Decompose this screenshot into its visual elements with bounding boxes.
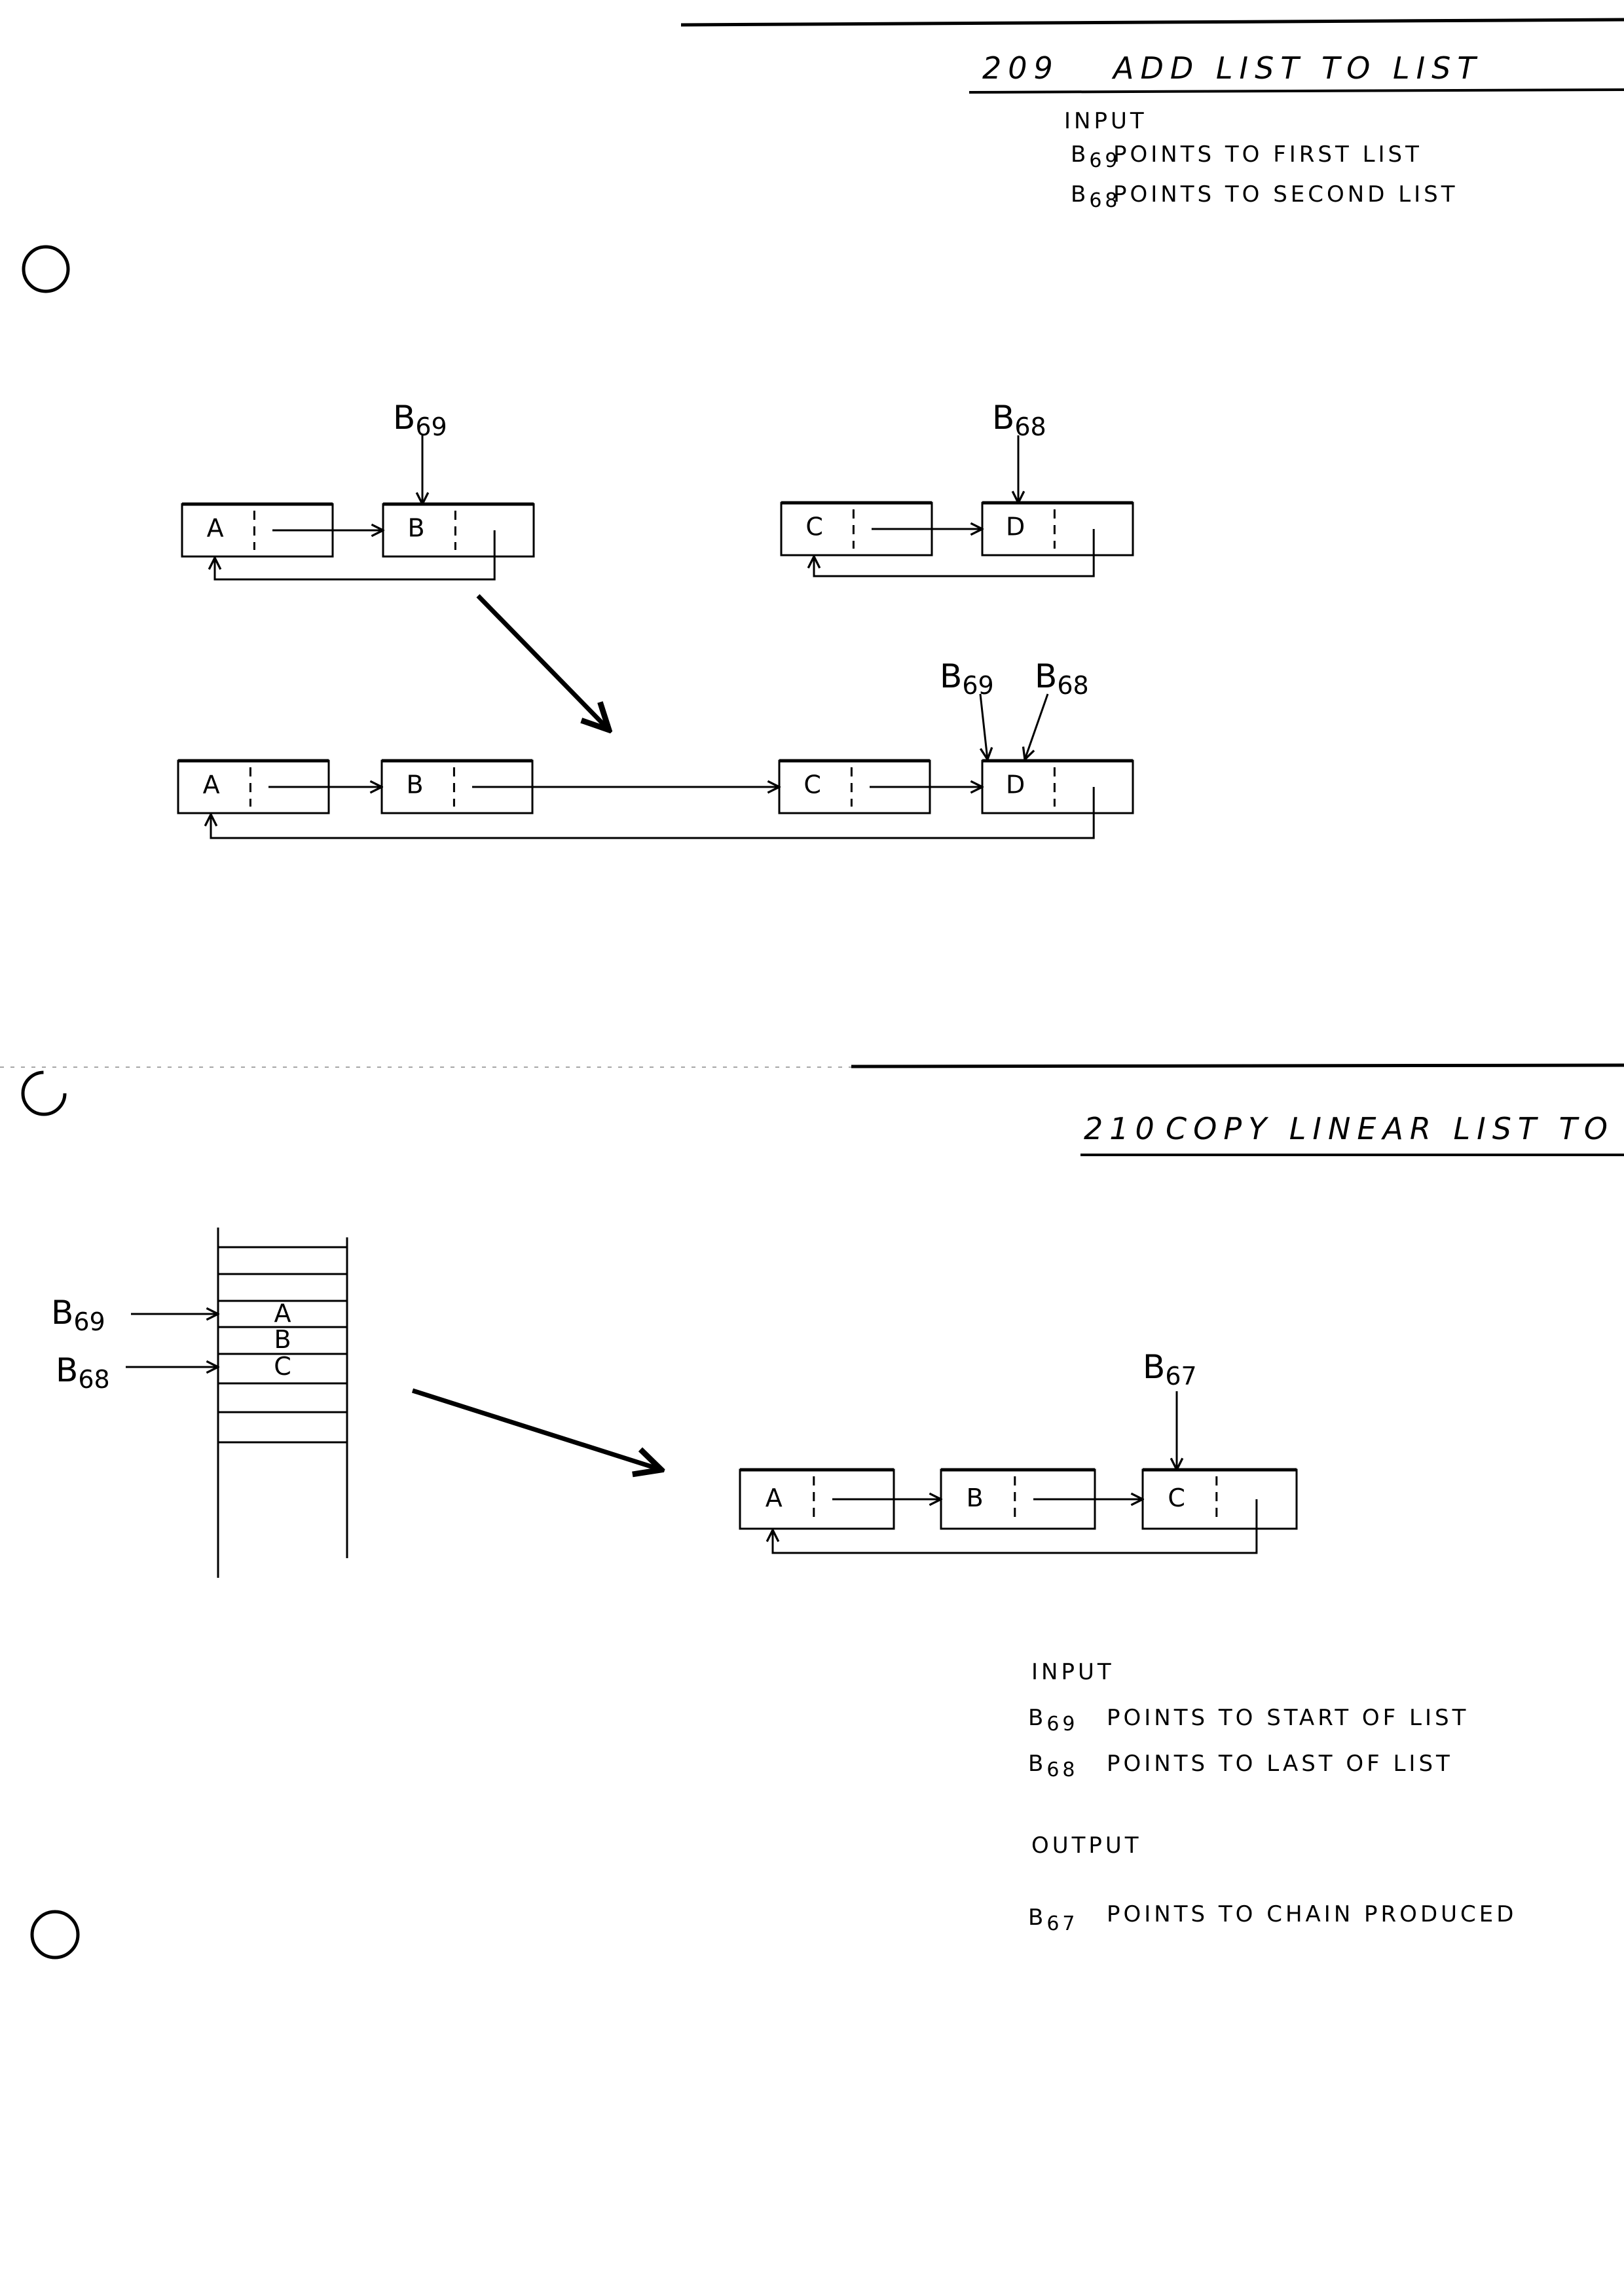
- linear-list-cell: A: [274, 1299, 291, 1328]
- top-rule: [680, 18, 1624, 27]
- list-node: D: [981, 501, 1134, 556]
- section-title: ADD LIST TO LIST: [1111, 50, 1482, 86]
- pointer-label: B68: [992, 399, 1046, 441]
- node-value: B: [407, 771, 424, 799]
- punch-hole: [21, 1070, 67, 1116]
- svg-text:B68: B68: [1071, 181, 1121, 212]
- list-node: B: [382, 502, 535, 558]
- input-line-text: POINTS TO SECOND LIST: [1113, 181, 1458, 208]
- list-node: A: [739, 1468, 895, 1530]
- output-heading: OUTPUT: [1031, 1832, 1142, 1859]
- node-value: B: [408, 514, 425, 543]
- section-210: 210 COPY LINEAR LIST TO CHAI ABCB69B68AB…: [51, 1111, 1624, 1935]
- input-heading: INPUT: [1031, 1659, 1115, 1685]
- circular-return-arrow: [773, 1499, 1258, 1554]
- node-box: [1141, 1468, 1298, 1530]
- transform-arrow: [476, 594, 609, 730]
- pointer-label: B67: [1143, 1348, 1197, 1391]
- title-underline: [969, 88, 1624, 94]
- list-node: C: [1141, 1468, 1298, 1530]
- input-line: B68 POINTS TO SECOND LIST: [1071, 181, 1458, 212]
- circular-return-arrow: [814, 529, 1095, 577]
- svg-text:B69: B69: [1071, 141, 1121, 172]
- section-number: 210: [1084, 1111, 1161, 1146]
- pointer-label: B69: [940, 657, 994, 700]
- node-box: [382, 503, 535, 558]
- input-line: B69 POINTS TO START OF LIST: [1028, 1705, 1469, 1736]
- output-line-text: POINTS TO CHAIN PRODUCED: [1107, 1901, 1517, 1927]
- input-line-text: POINTS TO LAST OF LIST: [1107, 1751, 1453, 1777]
- linear-list-cell: C: [274, 1352, 291, 1381]
- pointer-label: B69: [51, 1294, 105, 1336]
- node-box: [981, 759, 1134, 814]
- circular-return-arrow: [215, 530, 496, 581]
- pointer-label: B68: [56, 1351, 110, 1394]
- svg-text:B69: B69: [1028, 1705, 1079, 1736]
- section-divider: [851, 1063, 1624, 1068]
- input-line: B69 POINTS TO FIRST LIST: [1071, 141, 1422, 172]
- linear-list-cell: B: [274, 1325, 291, 1354]
- node-value: C: [805, 513, 823, 541]
- input-line-text: POINTS TO FIRST LIST: [1113, 141, 1422, 168]
- node-value: A: [203, 771, 220, 799]
- input-heading: INPUT: [1064, 108, 1147, 134]
- node-value: B: [967, 1484, 984, 1512]
- node-value: C: [1168, 1484, 1185, 1512]
- node-value: D: [1006, 771, 1025, 799]
- pointer-arrow: [979, 693, 987, 759]
- node-box: [981, 501, 1134, 556]
- output-line: B67 POINTS TO CHAIN PRODUCED: [1028, 1901, 1517, 1935]
- node-value: D: [1006, 513, 1025, 541]
- punch-hole: [22, 245, 70, 293]
- section-number: 209: [982, 50, 1060, 86]
- svg-text:B68: B68: [1028, 1751, 1079, 1781]
- circular-return-arrow: [211, 787, 1095, 839]
- pointer-arrow: [1025, 693, 1049, 759]
- pointer-label: B68: [1035, 657, 1089, 700]
- input-line: B68 POINTS TO LAST OF LIST: [1028, 1751, 1453, 1781]
- pointer-label: B69: [393, 399, 447, 441]
- list-node: D: [981, 759, 1134, 814]
- svg-text:B67: B67: [1028, 1904, 1079, 1935]
- transform-arrow: [411, 1388, 661, 1470]
- node-value: A: [766, 1484, 783, 1512]
- node-value: C: [803, 771, 821, 799]
- punch-holes: [21, 245, 80, 1959]
- section-title: COPY LINEAR LIST TO CHAI: [1166, 1111, 1624, 1146]
- punch-hole: [30, 1910, 80, 1959]
- node-value: A: [207, 514, 224, 543]
- section-209: 209 ADD LIST TO LIST INPUT B69 POINTS TO…: [177, 18, 1624, 839]
- input-line-text: POINTS TO START OF LIST: [1107, 1705, 1469, 1731]
